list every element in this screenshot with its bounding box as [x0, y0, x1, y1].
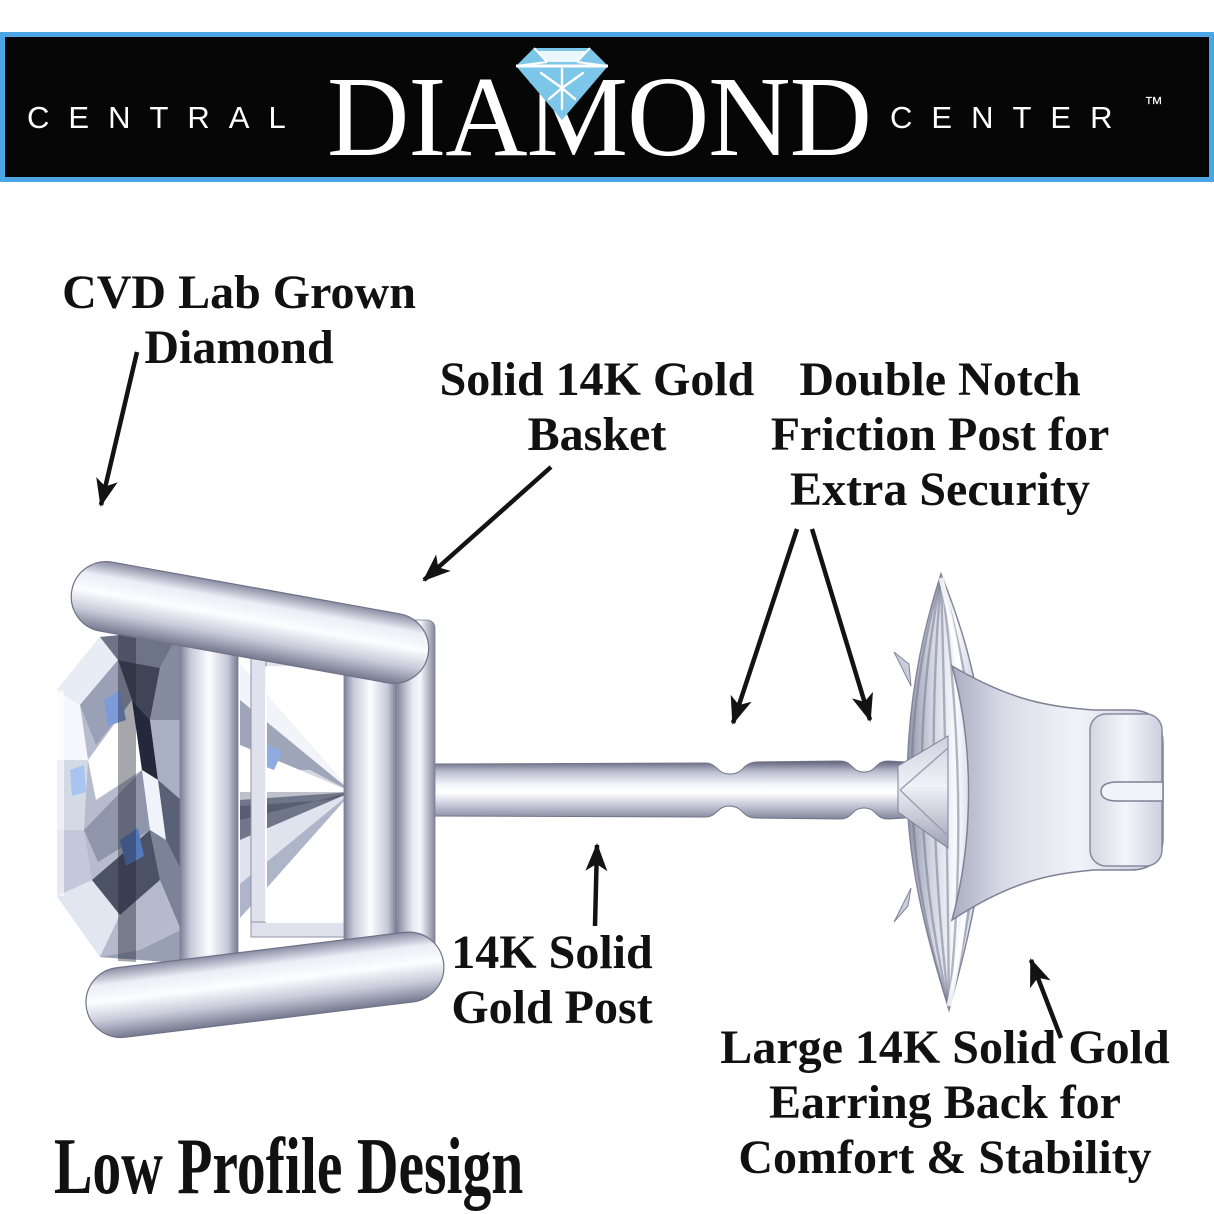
label-line: CVD Lab Grown [62, 266, 416, 319]
brand-word-central: CENTRAL [27, 100, 305, 135]
back-arrow [1028, 958, 1064, 1039]
back-petal-spike-bottom [893, 887, 912, 923]
diamond-table-edge [57, 690, 64, 896]
label-line: Diamond [144, 321, 334, 374]
label-earring-back: Large 14K Solid Gold Earring Back for Co… [695, 1020, 1195, 1185]
label-line: Extra Security [790, 463, 1090, 516]
basket-column-left [179, 629, 239, 967]
label-line: Earring Back for [769, 1076, 1121, 1129]
label-line: Friction Post for [770, 408, 1110, 461]
notch-arrow-left [730, 528, 800, 725]
label-line: Comfort & Stability [738, 1131, 1152, 1184]
label-line: Gold Post [451, 981, 653, 1034]
brand-word-center: CENTER [890, 100, 1132, 135]
basket-arrow [422, 465, 553, 582]
cvd-arrow [96, 351, 140, 507]
diamond-girdle-band [118, 631, 136, 962]
label-line: 14K Solid [451, 926, 653, 979]
label-line: Double Notch [799, 353, 1081, 406]
label-cvd-lab-grown-diamond: CVD Lab Grown Diamond [39, 265, 439, 375]
post-shape [431, 760, 923, 820]
back-hub-cone [897, 735, 949, 849]
notch-arrow-right [809, 528, 873, 722]
callout-arrows [96, 351, 1064, 1039]
basket-top-prong [70, 561, 430, 684]
brand-word-diamond: DIAMOND [327, 53, 872, 180]
label-solid-gold-basket: Solid 14K Gold Basket [397, 352, 797, 462]
hub-facet-line [899, 747, 949, 791]
post-arrow [585, 843, 608, 927]
label-line: Solid 14K Gold [439, 353, 755, 406]
label-line: Basket [527, 408, 667, 461]
label-line: Large 14K Solid Gold [720, 1021, 1170, 1074]
diamond-gem [57, 629, 352, 963]
caption-low-profile-design: Low Profile Design [54, 1123, 524, 1211]
clutch-slot [1100, 781, 1164, 802]
trademark-symbol: ™ [1144, 94, 1163, 115]
label-solid-gold-post: 14K Solid Gold Post [402, 925, 702, 1035]
gold-post [431, 760, 923, 820]
basket-column-right [343, 645, 398, 959]
label-double-notch-friction-post: Double Notch Friction Post for Extra Sec… [720, 352, 1160, 517]
hub-facet-line-2 [899, 789, 949, 837]
gold-basket [70, 561, 445, 1039]
back-petal-spike-top [893, 651, 912, 687]
brand-banner: CENTRAL DIAMOND CENTER ™ [0, 32, 1214, 182]
basket-bottom-prong [85, 931, 445, 1039]
diamond-icon [515, 47, 609, 120]
diamond-crown-facets [57, 629, 181, 963]
earring-back [893, 571, 1164, 1013]
